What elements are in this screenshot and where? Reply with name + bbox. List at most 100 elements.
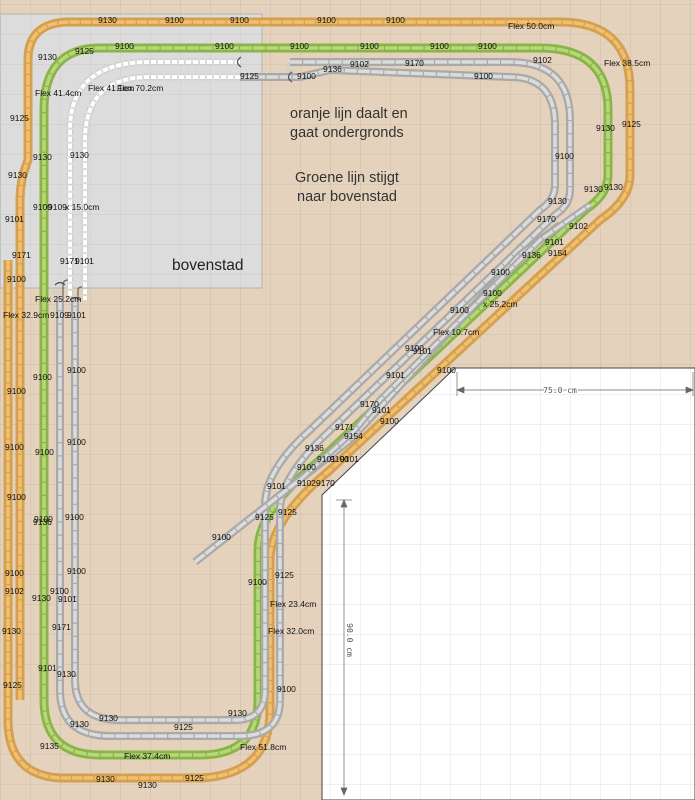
track-piece-label: 9130 [38, 52, 57, 62]
track-piece-label: 9102 [350, 59, 369, 69]
track-piece-label: 9101 [545, 237, 564, 247]
track-piece-label: 9125 [275, 570, 294, 580]
track-piece-label: Flex 23.4cm [270, 599, 316, 609]
track-piece-label: Flex 41.4cm [35, 88, 81, 98]
track-piece-label: 9100 [297, 462, 316, 472]
track-piece-label: Flex 25.2cm [35, 294, 81, 304]
track-piece-label: 9100 [7, 274, 26, 284]
track-piece-label: 9130 [596, 123, 615, 133]
track-piece-label: 9100 [360, 41, 379, 51]
track-piece-label: 9102 [0, 0, 19, 2]
track-piece-label: Flex 38.5cm [604, 58, 650, 68]
track-piece-label: 9136 [522, 250, 541, 260]
track-piece-label: 9135 [40, 741, 59, 751]
track-piece-label: 9100 [491, 267, 510, 277]
underground-track [51, 58, 294, 300]
track-piece-label: 9100 [67, 365, 86, 375]
track-piece-label: Flex 50.0cm [508, 21, 554, 31]
track-piece-label: 9101 [413, 346, 432, 356]
track-piece-label: 9130 [98, 15, 117, 25]
track-piece-label: 9100 [474, 71, 493, 81]
track-piece-label: 9130 [584, 184, 603, 194]
track-piece-label: 9125 [240, 71, 259, 81]
track-piece-label: 9130 [70, 719, 89, 729]
track-piece-label: 9136 [323, 64, 342, 74]
track-piece-label: Flex 51.8cm [240, 742, 286, 752]
track-piece-label: 9100 [7, 492, 26, 502]
track-piece-label: 9130 [96, 774, 115, 784]
track-piece-label: 9125 [75, 46, 94, 56]
track-piece-label: 9101 [386, 370, 405, 380]
track-piece-label: 9154 [344, 431, 363, 441]
track-piece-label: 9130 [99, 713, 118, 723]
track-piece-label: 9100 [380, 416, 399, 426]
track-piece-label: 9100 [386, 15, 405, 25]
track-piece-label: 9125 [255, 512, 274, 522]
track-piece-label: 9171 [12, 250, 31, 260]
height-dimension [336, 499, 352, 796]
track-piece-label: 9100 [35, 447, 54, 457]
height-dimension-label: 90.0 cm [345, 623, 354, 657]
track-piece-label: 9130 [548, 196, 567, 206]
cutout-area [321, 367, 695, 800]
track-piece-label: 9101 [267, 481, 286, 491]
track-piece-label: 9102 [533, 55, 552, 65]
track-piece-label: 9101 [317, 454, 336, 464]
track-piece-label: 9100 [215, 41, 234, 51]
track-piece-label: 9171 [60, 256, 79, 266]
track-piece-label: 9100 [248, 577, 267, 587]
track-piece-label: 9100 [555, 151, 574, 161]
grey-line [56, 58, 593, 740]
track-piece-label: 9130 [33, 152, 52, 162]
track-piece-label: 9130 [138, 780, 157, 790]
track-piece-label: 9100 [50, 586, 69, 596]
track-piece-label: 9130 [0, 0, 19, 2]
track-piece-label: 9102 [297, 478, 316, 488]
track-piece-label: 9102 [5, 586, 24, 596]
track-piece-label: 9125 [185, 773, 204, 783]
track-piece-label: 9100 [297, 71, 316, 81]
track-piece-label: 9100 [33, 202, 52, 212]
track-piece-label: 9130 [2, 626, 21, 636]
track-piece-label: 9100 [212, 532, 231, 542]
track-piece-label: 9100 [330, 454, 349, 464]
track-piece-label: 9100 [450, 305, 469, 315]
track-piece-label: 9101 [67, 310, 86, 320]
track-piece-label: 9109 [50, 310, 69, 320]
track-piece-label: x 25.2cm [483, 299, 518, 309]
track-piece-label: 9125 [10, 113, 29, 123]
track-piece-label: 9100 [33, 372, 52, 382]
green-note-line1: Groene lijn stijgt [295, 170, 399, 186]
track-piece-label: 9170 [537, 214, 556, 224]
track-piece-label: 9100 [290, 41, 309, 51]
track-piece-label: 9100 [317, 15, 336, 25]
track-piece-label: 9100 [165, 15, 184, 25]
track-piece-label: 9100 [67, 566, 86, 576]
track-piece-label: 9100 [230, 15, 249, 25]
track-piece-label: 9100 [5, 442, 24, 452]
track-piece-label: 9100 [277, 684, 296, 694]
track-piece-label: 9130 [32, 593, 51, 603]
track-piece-label: Flex 10.7cm [433, 327, 479, 337]
track-piece-label: 9100 [483, 288, 502, 298]
track-piece-label: 9171 [335, 422, 354, 432]
width-dimension-label: 75.0 cm [543, 386, 577, 395]
track-piece-label: x 15.0cm [65, 202, 100, 212]
track-piece-label: 9170 [405, 58, 424, 68]
track-piece-label: 9125 [3, 680, 22, 690]
track-piece-label: 9100 [405, 343, 424, 353]
track-piece-label: 9170 [360, 399, 379, 409]
track-piece-label: 9101 [5, 214, 24, 224]
width-dimension [456, 372, 694, 396]
track-piece-label: 9101 [340, 454, 359, 464]
track-piece-label: 9125 [622, 119, 641, 129]
track-piece-label: 9130 [8, 170, 27, 180]
track-piece-label: 9101 [58, 594, 77, 604]
track-piece-label: 9102 [569, 221, 588, 231]
track-piece-label: Flex 32.9cm [3, 310, 49, 320]
green-note-line2: naar bovenstad [297, 189, 397, 205]
track-piece-label: 9101 [38, 663, 57, 673]
orange-note-line1: oranje lijn daalt en [290, 106, 408, 122]
